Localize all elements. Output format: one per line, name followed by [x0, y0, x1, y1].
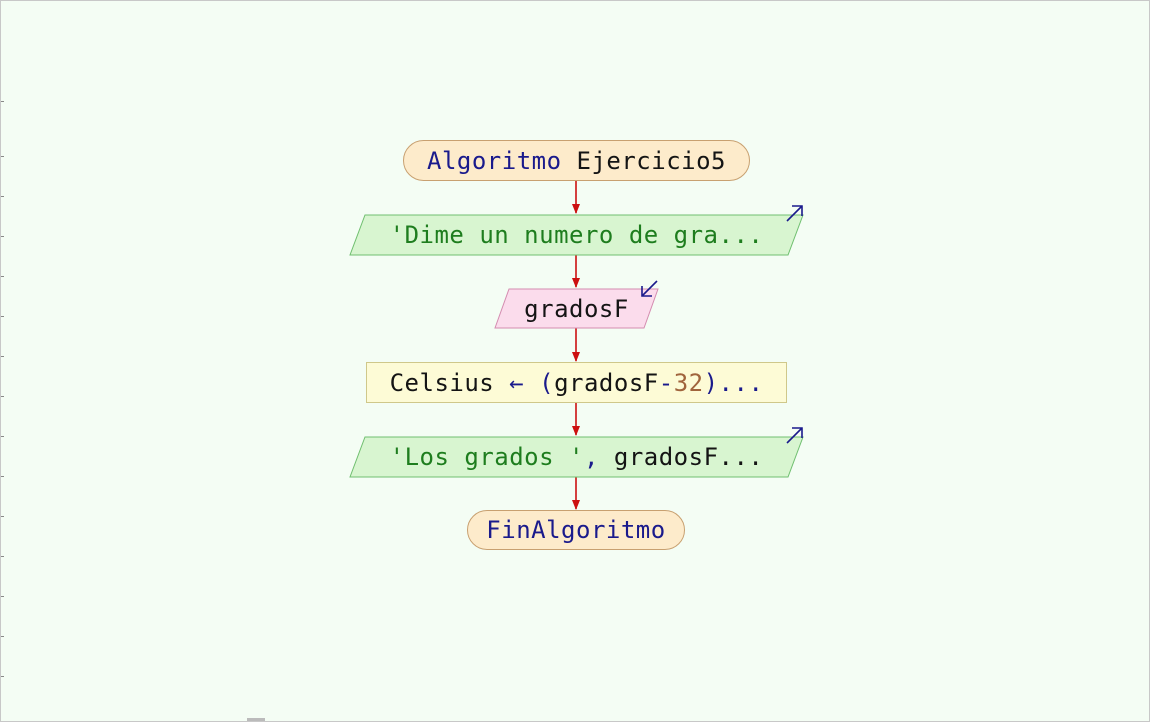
edge-tick: [1, 316, 4, 317]
algorithm-keyword: Algoritmo: [427, 146, 562, 175]
output-shape[interactable]: [349, 436, 804, 478]
edge-tick: [1, 156, 4, 157]
algorithm-name: Ejercicio5: [576, 146, 726, 175]
open-paren: (: [539, 368, 555, 397]
edge-tick: [1, 101, 4, 102]
edge-tick: [1, 516, 4, 517]
edge-tick: [1, 636, 4, 637]
assign-arrow: ←: [509, 368, 525, 397]
number-literal: 32: [673, 368, 704, 397]
edge-tick: [1, 276, 4, 277]
minus-operator: -: [658, 368, 674, 397]
end-node[interactable]: FinAlgoritmo: [467, 510, 685, 550]
arrow-down-left-icon: [641, 280, 658, 297]
output-shape[interactable]: [349, 214, 804, 256]
edge-tick: [1, 596, 4, 597]
edge-tick: [1, 436, 4, 437]
input-variable: gradosF: [524, 294, 629, 323]
edge-tick: [1, 676, 4, 677]
edge-tick: [1, 476, 4, 477]
scrollbar-handle[interactable]: [247, 718, 265, 721]
input-node-text: gradosF: [509, 289, 644, 328]
input-shape[interactable]: [494, 288, 659, 329]
output-string: 'Dime un numero de gra...: [389, 221, 764, 249]
output-string: 'Los grados ': [389, 443, 584, 471]
output-rest: gradosF...: [598, 443, 764, 471]
edge-tick: [1, 196, 4, 197]
assignment-node[interactable]: Celsius ← (gradosF-32)...: [366, 362, 787, 403]
edge-tick: [1, 236, 4, 237]
edge-tick: [1, 356, 4, 357]
end-keyword: FinAlgoritmo: [486, 516, 666, 544]
arrow-up-right-icon: [786, 427, 803, 444]
arrow-up-right-icon: [786, 205, 803, 222]
output-node-text: 'Los grados ', gradosF...: [365, 437, 788, 477]
edge-tick: [1, 556, 4, 557]
edge-tick: [1, 396, 4, 397]
assign-target: Celsius: [389, 368, 495, 397]
assign-variable: gradosF: [554, 368, 659, 397]
assign-rest: )...: [703, 368, 764, 397]
comma-separator: ,: [583, 443, 599, 471]
start-node[interactable]: Algoritmo Ejercicio5: [403, 140, 750, 181]
output-node-text: 'Dime un numero de gra...: [365, 215, 788, 255]
